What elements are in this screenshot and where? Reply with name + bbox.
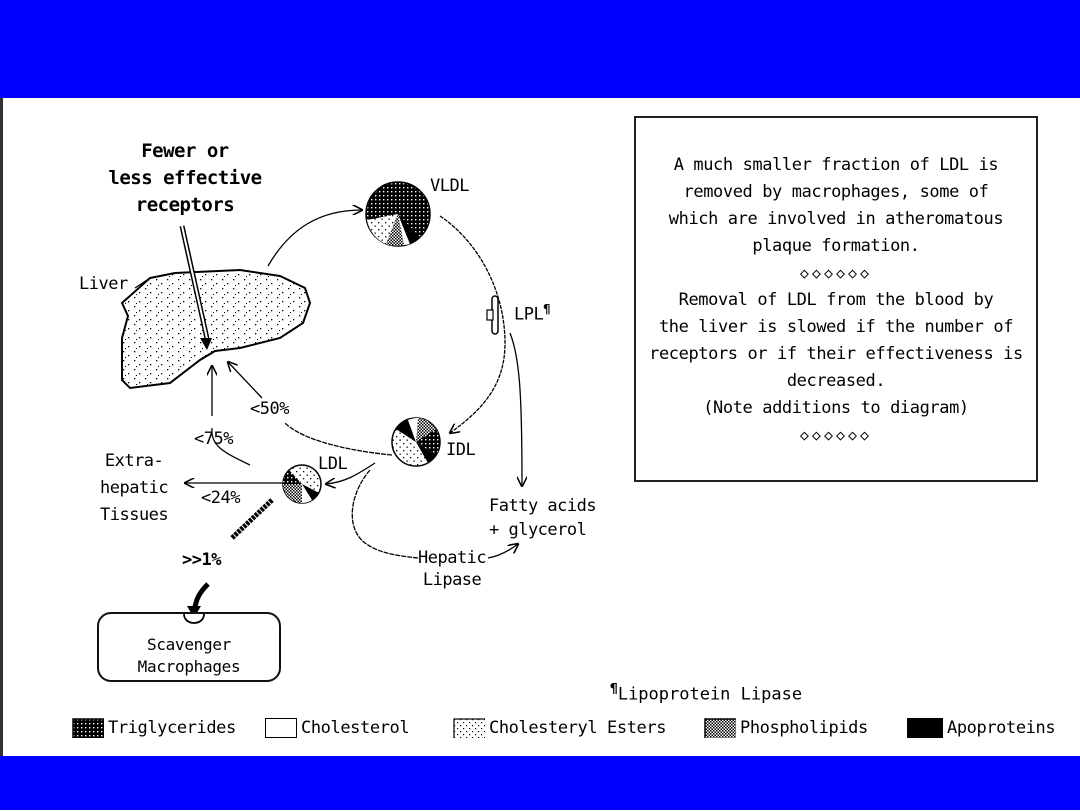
note-line: Removal of LDL from the blood by [678,290,994,310]
vldl-to-idl-arc [439,215,506,433]
label-line: + glycerol [489,520,587,540]
label-line: hepatic [100,478,169,498]
legend-item-triglycerides: Triglycerides [72,718,236,738]
vldl-particle-pie [365,181,431,247]
note-line: (Note additions to diagram) [703,398,969,418]
fatty-acids-label: Fatty acids + glycerol [489,494,597,542]
idl-to-ldl-arrow [326,462,376,484]
percent-24-label: <24% [201,488,240,508]
note-line: A much smaller fraction of LDL is [673,155,999,175]
cholesteryl-esters-swatch [453,718,485,738]
label-line: Tissues [100,505,169,525]
ldl-label: LDL [318,454,348,474]
note-line: receptors or if their effectiveness is [649,344,1023,364]
label-line: Macrophages [137,657,241,676]
slide-left-border [0,98,3,756]
label-line: Scavenger [147,635,231,654]
receptor-callout-arrow [179,225,212,350]
legend-label: Cholesteryl Esters [489,718,667,738]
note-line: decreased. [786,371,886,391]
liver-shape [120,268,312,390]
receptor-callout: Fewer or less effective receptors [80,138,290,219]
legend: Triglycerides Cholesterol Cholesteryl Es… [72,718,1072,744]
phospholipids-swatch [704,718,736,738]
ldl-to-macrophage-thick-line [230,498,274,540]
idl-to-liver-arrow [284,422,393,456]
cholesterol-swatch [265,718,297,738]
diamond-divider: ◇◇◇◇◇◇ [799,264,873,282]
legend-item-cholesterol: Cholesterol [265,718,410,738]
percent-50-label: <50% [250,399,289,419]
ldl-to-liver-arrow [211,427,251,466]
callout-line: less effective [108,167,262,189]
legend-label: Triglycerides [108,718,236,738]
callout-line: Fewer or [141,140,229,162]
note-line: the liver is slowed if the number of [658,317,1014,337]
label-line: Extra- [104,451,164,471]
label-line: Hepatic [418,548,487,568]
extra-hepatic-tissues-label: Extra- hepatic Tissues [100,448,169,529]
footnote-text: Lipoprotein Lipase [617,684,803,705]
triglycerides-swatch [72,718,104,738]
vldl-label: VLDL [430,176,469,196]
label-line: Lipase [422,570,482,590]
legend-label: Apoproteins [947,718,1056,738]
footnote-mark: ¶ [610,682,618,697]
lipoprotein-pathway-diagram [120,181,1080,624]
liver-label: Liver [79,274,128,294]
scavenger-macrophages-box: Scavenger Macrophages [97,612,281,682]
footnote: ¶Lipoprotein Lipase [610,682,802,705]
liver-to-vldl-arrow [267,210,362,267]
idl-to-hepatic-lipase-loop [351,469,419,559]
idl-label: IDL [446,440,476,460]
legend-label: Phospholipids [740,718,868,738]
note-box: A much smaller fraction of LDL is remove… [634,116,1038,482]
hepatic-lipase-to-fatty-acids-arrow [487,544,518,559]
idl-particle-pie [391,417,441,467]
lpl-footnote-mark: ¶ [543,302,550,316]
note-line: which are involved in atheromatous [668,209,1004,229]
legend-label: Cholesterol [301,718,410,738]
legend-item-phospholipids: Phospholipids [704,718,868,738]
lpl-text: LPL [514,304,544,325]
liver-label-leader [134,277,151,289]
note-line: removed by macrophages, some of [683,182,989,202]
lpl-enzyme-icon [486,295,499,335]
label-line: Fatty acids [489,496,597,516]
apoproteins-swatch [907,718,943,738]
percent-75-label: <75% [194,429,233,449]
hepatic-lipase-label: Hepatic Lipase [418,547,487,591]
percent-1-label: >>1% [182,550,221,570]
diamond-divider: ◇◇◇◇◇◇ [799,426,873,444]
legend-item-cholesteryl-esters: Cholesteryl Esters [453,718,666,738]
callout-line: receptors [135,194,235,216]
lpl-label: LPL¶ [514,302,550,325]
macrophage-receptor-notch [183,613,205,624]
legend-item-apoproteins: Apoproteins [907,718,1056,738]
ldl-particle-pie [282,464,322,504]
note-line: plaque formation. [752,236,920,256]
lpl-to-fatty-acids-arrow [509,332,522,486]
slide: Fewer or less effective receptors Liver … [0,98,1080,756]
